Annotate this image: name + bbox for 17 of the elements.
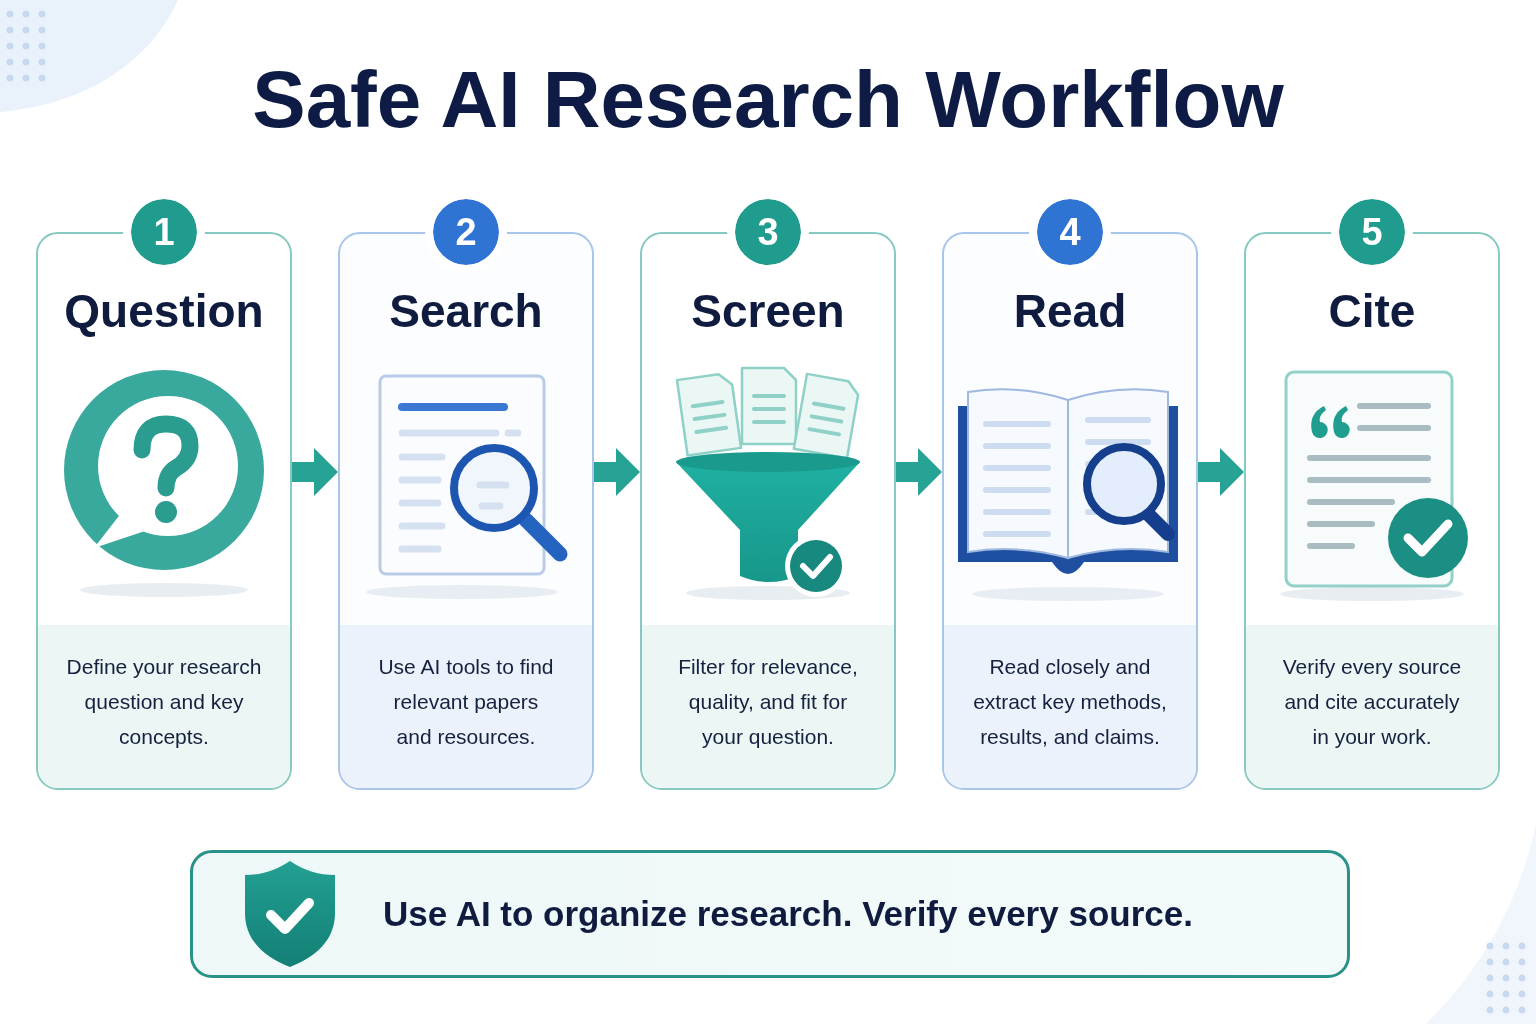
step-title: Cite bbox=[1328, 286, 1416, 336]
step-description: Define your research question and key concepts. bbox=[65, 654, 263, 750]
arrow bbox=[1198, 448, 1244, 496]
banner-message: Use AI to organize research. Verify every source. bbox=[383, 892, 1193, 935]
diagram-title: Safe AI Research Workflow bbox=[252, 54, 1284, 146]
step-description: Read closely and extract key methods, results, and claims. bbox=[972, 654, 1168, 750]
arrow bbox=[594, 448, 640, 496]
step-description: Verify every source and cite accurately in your work. bbox=[1281, 654, 1463, 750]
step-description: Use AI tools to find relevant papers and resources. bbox=[377, 654, 555, 750]
step-description: Filter for relevance, quality, and fit for your question. bbox=[677, 654, 859, 750]
arrow bbox=[896, 448, 942, 496]
step-title: Read bbox=[1013, 286, 1127, 336]
message-banner bbox=[190, 850, 1350, 978]
arrow bbox=[292, 448, 338, 496]
step-title: Search bbox=[389, 286, 543, 336]
step-title: Question bbox=[64, 286, 264, 336]
step-title: Screen bbox=[691, 286, 845, 336]
